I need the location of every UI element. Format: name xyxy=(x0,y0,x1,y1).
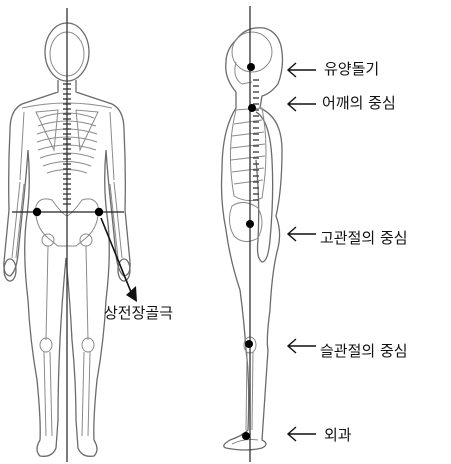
shoulder-label: 어깨의 중심 xyxy=(322,96,396,111)
asis-pointer-arrowhead xyxy=(126,286,137,302)
hip-arrow xyxy=(288,227,316,241)
ankle-landmark xyxy=(242,432,250,440)
hip-landmark xyxy=(246,220,254,228)
back-left-hip-joint xyxy=(42,234,54,246)
side-spine xyxy=(253,80,259,200)
mastoid-arrow xyxy=(288,63,316,77)
ankle-arrow xyxy=(288,427,316,441)
knee-arrow xyxy=(288,339,316,353)
left-asis-landmark xyxy=(33,208,41,216)
hip-label: 고관절의 중심 xyxy=(320,231,408,246)
back-right-tibia xyxy=(82,352,90,436)
side-view-figure xyxy=(222,28,283,450)
knee-landmark xyxy=(245,340,253,348)
shoulder-landmark xyxy=(248,104,256,112)
side-rib-3 xyxy=(231,144,265,148)
side-pelvis xyxy=(229,202,262,241)
side-rib-5 xyxy=(232,168,264,172)
back-right-hip-joint xyxy=(80,234,92,246)
back-left-knee xyxy=(40,338,52,352)
asis-label: 상전장골극 xyxy=(104,306,173,321)
label-arrows xyxy=(288,63,316,441)
back-right-femur xyxy=(86,246,88,340)
mastoid-label: 유양돌기 xyxy=(324,62,379,77)
back-right-knee xyxy=(82,338,94,352)
shoulder-arrow xyxy=(288,97,316,111)
back-left-forearm xyxy=(12,182,24,258)
back-left-femur xyxy=(46,246,48,340)
side-rib-2 xyxy=(232,132,264,136)
ankle-label: 외과 xyxy=(324,428,352,443)
back-right-humerus xyxy=(110,112,114,180)
back-left-tibia xyxy=(44,352,52,436)
mastoid-landmark xyxy=(247,63,255,71)
knee-label: 슬관절의 중심 xyxy=(320,344,408,359)
side-foot-bones xyxy=(232,440,258,445)
side-head-outline xyxy=(222,28,283,450)
right-asis-landmark xyxy=(95,208,103,216)
side-rib-4 xyxy=(231,156,265,160)
back-left-humerus xyxy=(20,112,24,180)
